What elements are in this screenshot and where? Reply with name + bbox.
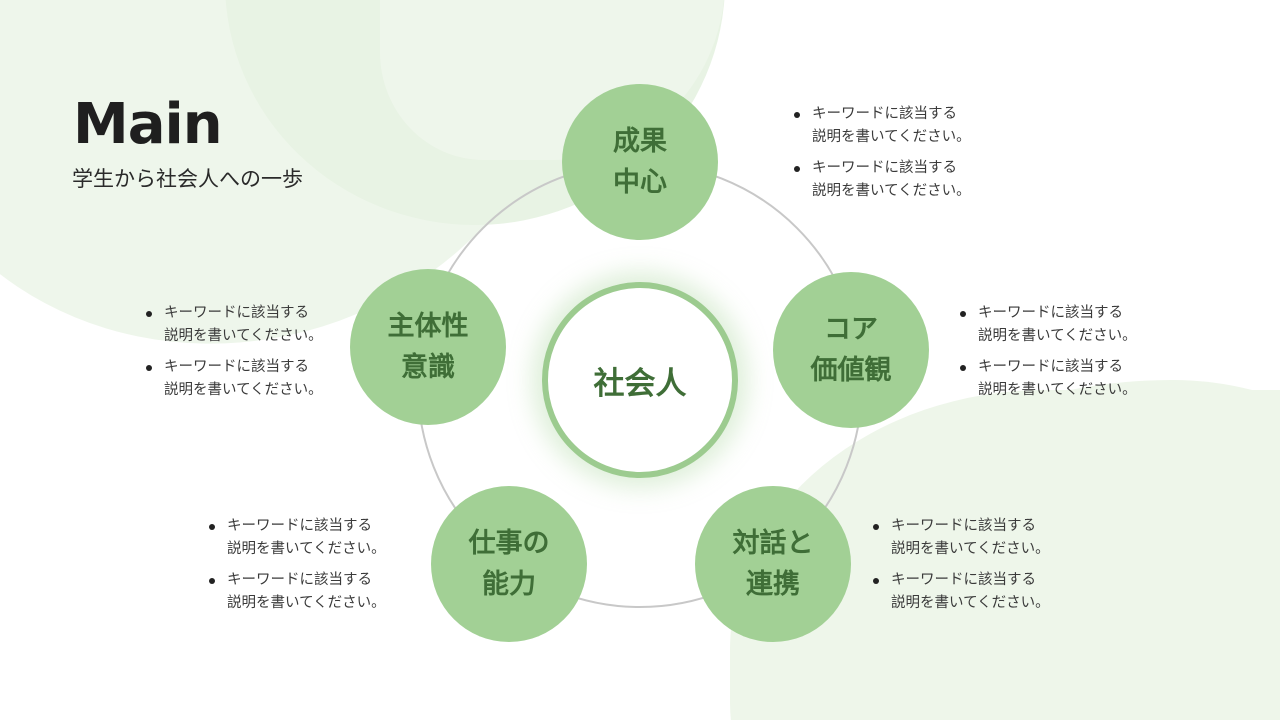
description-item: キーワードに該当する 説明を書いてください。 [794,157,971,203]
title-block: Main [73,92,223,158]
description-item: キーワードに該当する 説明を書いてください。 [146,356,323,402]
page-title: Main [73,92,223,158]
description-line: キーワードに該当する [891,518,1036,534]
description-item: キーワードに該当する 説明を書いてください。 [209,515,386,561]
node-label-line1: 成果 [613,126,667,157]
node-label-line2: 価値観 [810,355,892,386]
node-label-line1: コア [824,314,878,345]
node-label-line1: 対話と [732,528,814,559]
description-line: キーワードに該当する [164,305,309,321]
description-line: キーワードに該当する [812,106,957,122]
description-item: キーワードに該当する 説明を書いてください。 [794,103,971,149]
hub-circle: 社会人 [542,282,738,478]
description-line: 説明を書いてください。 [812,129,971,145]
description-line: キーワードに該当する [227,518,372,534]
hub-label: 社会人 [593,365,687,402]
description-line: 説明を書いてください。 [164,328,323,344]
description-line: 説明を書いてください。 [891,541,1050,557]
node-top: 成果 中心 [562,84,718,240]
node-label-line2: 能力 [482,569,536,600]
node-label-line2: 連携 [746,569,800,600]
description-line: キーワードに該当する [978,359,1123,375]
description-item: キーワードに該当する 説明を書いてください。 [873,515,1050,561]
description-item: キーワードに該当する 説明を書いてください。 [209,569,386,615]
description-line: 説明を書いてください。 [227,595,386,611]
description-line: 説明を書いてください。 [227,541,386,557]
description-list-bottom-right: キーワードに該当する 説明を書いてください。 キーワードに該当する 説明を書いて… [873,515,1050,623]
page-title-text: Main [73,92,223,157]
node-label-line2: 意識 [401,352,455,383]
description-line: 説明を書いてください。 [978,328,1137,344]
description-list-top: キーワードに該当する 説明を書いてください。 キーワードに該当する 説明を書いて… [794,103,971,211]
node-label-line2: 中心 [613,167,667,198]
description-line: キーワードに該当する [891,572,1036,588]
node-left: 主体性 意識 [350,269,506,425]
description-line: 説明を書いてください。 [978,382,1137,398]
description-line: キーワードに該当する [227,572,372,588]
node-label-line1: 仕事の [468,528,550,559]
node-bottom-right: 対話と 連携 [695,486,851,642]
page-subtitle: 学生から社会人への一歩 [72,167,303,191]
description-line: キーワードに該当する [812,160,957,176]
description-item: キーワードに該当する 説明を書いてください。 [146,302,323,348]
description-item: キーワードに該当する 説明を書いてください。 [873,569,1050,615]
description-line: 説明を書いてください。 [891,595,1050,611]
description-line: キーワードに該当する [164,359,309,375]
description-list-left: キーワードに該当する 説明を書いてください。 キーワードに該当する 説明を書いて… [146,302,323,410]
node-right: コア 価値観 [773,272,929,428]
node-label-line1: 主体性 [387,311,469,342]
description-line: キーワードに該当する [978,305,1123,321]
description-list-bottom-left: キーワードに該当する 説明を書いてください。 キーワードに該当する 説明を書いて… [209,515,386,623]
description-item: キーワードに該当する 説明を書いてください。 [960,356,1137,402]
node-bottom-left: 仕事の 能力 [431,486,587,642]
description-line: 説明を書いてください。 [812,183,971,199]
description-line: 説明を書いてください。 [164,382,323,398]
description-list-right: キーワードに該当する 説明を書いてください。 キーワードに該当する 説明を書いて… [960,302,1137,410]
description-item: キーワードに該当する 説明を書いてください。 [960,302,1137,348]
